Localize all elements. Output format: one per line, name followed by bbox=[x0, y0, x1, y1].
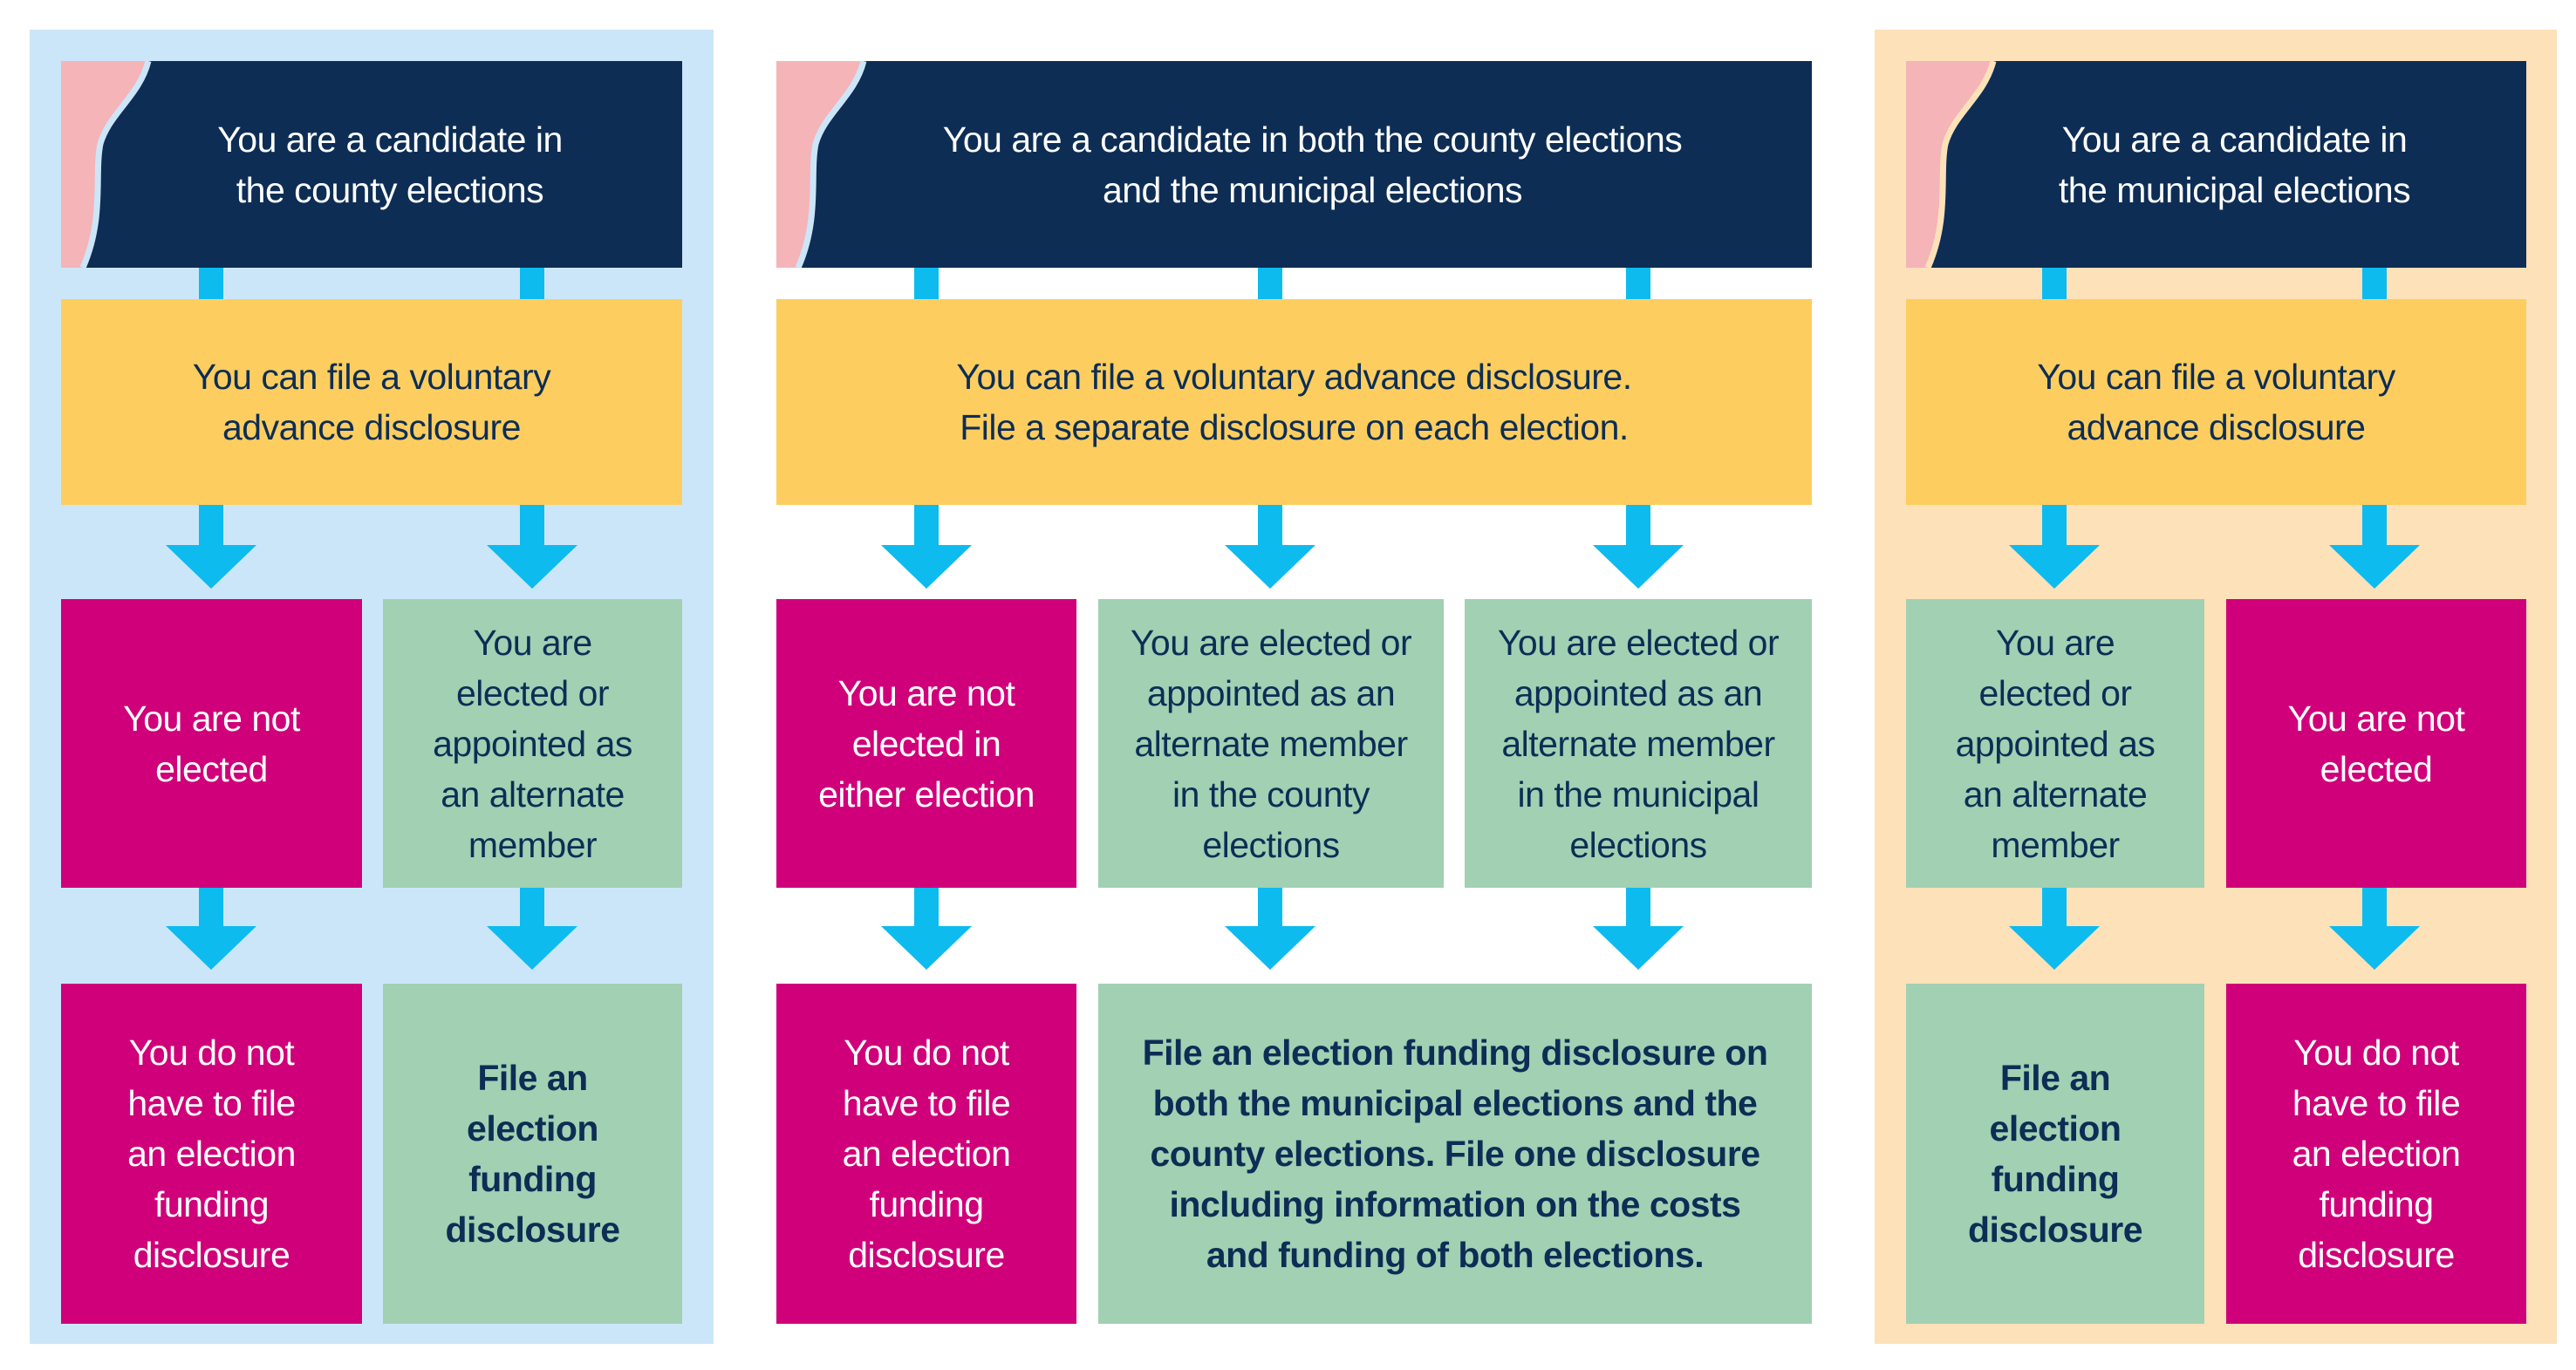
municipal-advance-box: You can file a voluntary advance disclos… bbox=[1906, 299, 2526, 505]
arrow-stem bbox=[2362, 888, 2387, 926]
arrow-stem bbox=[914, 888, 939, 926]
arrow-down-icon bbox=[166, 545, 256, 589]
connector-line bbox=[520, 268, 544, 299]
county-file-box: File an election funding disclosure bbox=[383, 984, 682, 1324]
both-advance-box: You can file a voluntary advance disclos… bbox=[776, 299, 1812, 505]
arrow-down-icon bbox=[487, 545, 577, 589]
both-elected-municipal-box: You are elected or appointed as an alter… bbox=[1465, 599, 1812, 888]
arrow-stem bbox=[199, 505, 223, 545]
arrow-down-icon bbox=[487, 926, 577, 970]
municipal-elected-box: You are elected or appointed as an alter… bbox=[1906, 599, 2204, 888]
arrow-stem bbox=[520, 888, 544, 926]
arrow-stem bbox=[2042, 505, 2067, 545]
connector-line bbox=[199, 268, 223, 299]
connector-line bbox=[1258, 268, 1282, 299]
county-no-file-box: You do not have to file an election fund… bbox=[61, 984, 362, 1324]
county-advance-box: You can file a voluntary advance disclos… bbox=[61, 299, 682, 505]
arrow-down-icon bbox=[2329, 545, 2420, 589]
arrow-stem bbox=[2362, 505, 2387, 545]
arrow-stem bbox=[1626, 505, 1650, 545]
both-elected-county-box: You are elected or appointed as an alter… bbox=[1098, 599, 1444, 888]
arrow-down-icon bbox=[2009, 545, 2100, 589]
arrow-stem bbox=[199, 888, 223, 926]
arrow-stem bbox=[1258, 888, 1282, 926]
county-elected-box: You are elected or appointed as an alter… bbox=[383, 599, 682, 888]
arrow-stem bbox=[2042, 888, 2067, 926]
arrow-down-icon bbox=[2329, 926, 2420, 970]
county-header-box: You are a candidate in the county electi… bbox=[61, 61, 682, 268]
municipal-not-elected-box: You are not elected bbox=[2226, 599, 2526, 888]
municipal-header-box: You are a candidate in the municipal ele… bbox=[1906, 61, 2526, 268]
municipal-file-box: File an election funding disclosure bbox=[1906, 984, 2204, 1324]
both-file-box: File an election funding disclosure on b… bbox=[1098, 984, 1812, 1324]
wave-decoration-icon bbox=[1906, 61, 1997, 268]
arrow-stem bbox=[1626, 888, 1650, 926]
connector-line bbox=[2362, 268, 2387, 299]
arrow-stem bbox=[520, 505, 544, 545]
both-no-file-box: You do not have to file an election fund… bbox=[776, 984, 1076, 1324]
both-header-box: You are a candidate in both the county e… bbox=[776, 61, 1812, 268]
county-not-elected-box: You are not elected bbox=[61, 599, 362, 888]
wave-decoration-icon bbox=[61, 61, 152, 268]
connector-line bbox=[1626, 268, 1650, 299]
municipal-no-file-box: You do not have to file an election fund… bbox=[2226, 984, 2526, 1324]
both-not-elected-box: You are not elected in either election bbox=[776, 599, 1076, 888]
arrow-down-icon bbox=[881, 545, 972, 589]
arrow-down-icon bbox=[1593, 545, 1684, 589]
connector-line bbox=[2042, 268, 2067, 299]
arrow-stem bbox=[914, 505, 939, 545]
arrow-down-icon bbox=[166, 926, 256, 970]
arrow-down-icon bbox=[2009, 926, 2100, 970]
arrow-down-icon bbox=[1225, 545, 1315, 589]
arrow-down-icon bbox=[1225, 926, 1315, 970]
arrow-stem bbox=[1258, 505, 1282, 545]
connector-line bbox=[914, 268, 939, 299]
wave-decoration-icon bbox=[776, 61, 867, 268]
arrow-down-icon bbox=[881, 926, 972, 970]
arrow-down-icon bbox=[1593, 926, 1684, 970]
